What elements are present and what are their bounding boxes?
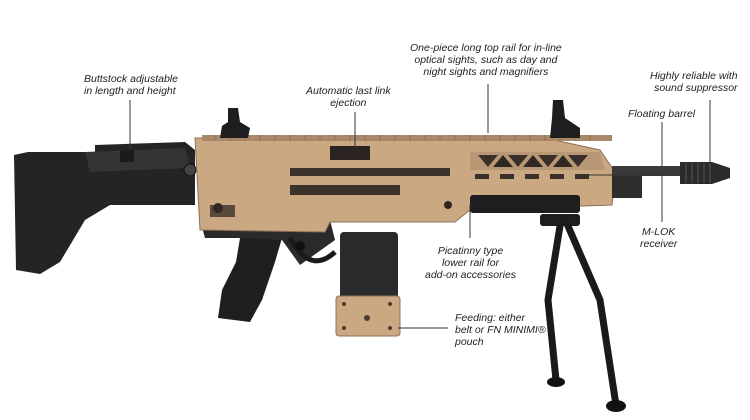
callout-lower-rail: Picatinny type lower rail for add-on acc… [425,245,517,281]
receiver [194,135,616,233]
leader-lines [129,84,711,329]
callout-feeding: Feeding: either belt or FN MINIMI® pouch [455,312,546,348]
bipod [540,214,626,412]
callout-ejection: Automatic last link ejection [306,85,391,109]
buttstock [14,142,197,274]
barrel [612,162,730,198]
callout-barrel: Floating barrel [628,108,696,120]
callout-suppressor: Highly reliable with sound suppressor [650,70,738,94]
callout-mlok: M-LOK receiver [640,226,678,250]
ammo-pouch [335,232,401,337]
sights [220,100,580,138]
callout-buttstock: Buttstock adjustable in length and heigh… [84,73,178,97]
callout-top-rail: One-piece long top rail for in-line opti… [410,42,562,78]
pistol-grip [200,220,337,322]
